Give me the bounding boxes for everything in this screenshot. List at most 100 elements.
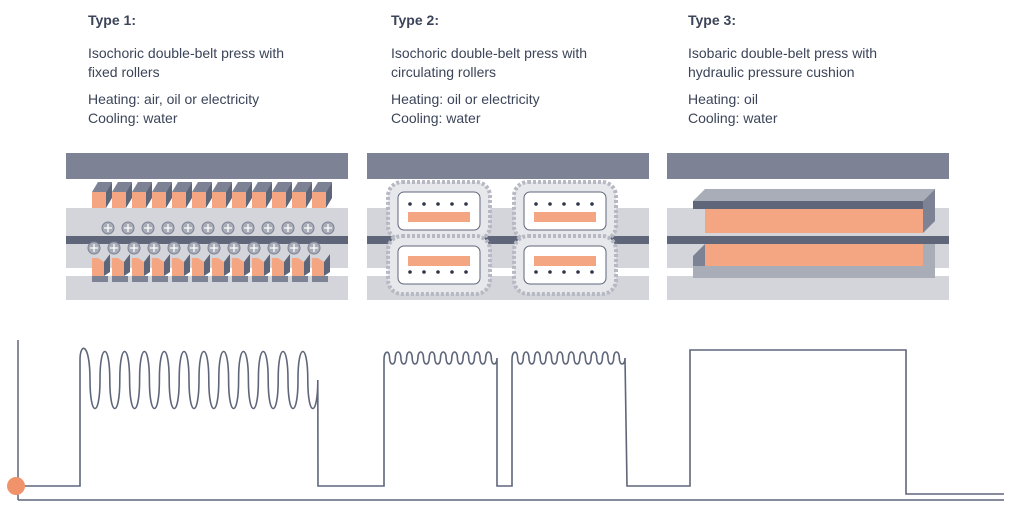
lower-heater-block: [192, 258, 204, 276]
type-1-description: Type 1: Isochoric double-belt press with…: [88, 10, 378, 128]
profile-start-marker: [7, 477, 25, 495]
upper-bar-top: [112, 182, 132, 192]
type-1-press-name-line-1: Isochoric double-belt press with: [88, 45, 285, 61]
lower-roller-cross: [90, 244, 98, 252]
upper-roller-cross: [184, 224, 192, 232]
lower-bar-base: [232, 276, 248, 282]
lower-heater-block: [252, 258, 264, 276]
lower-bar-side: [164, 254, 170, 276]
upper-bar-side: [226, 182, 232, 208]
lower-roller-cross: [170, 244, 178, 252]
type-3-press-name-line-1: Isobaric double-belt press with: [688, 45, 878, 61]
cooling-channel-dot: [436, 270, 440, 274]
upper-bar-side: [246, 182, 252, 208]
upper-roller-cross: [144, 224, 152, 232]
cooling-channel-dot: [450, 202, 454, 206]
type-2-upper-platen: [367, 153, 649, 179]
upper-heater-block: [132, 192, 146, 208]
type-3-description: Type 3: Isobaric double-belt press with …: [688, 10, 978, 128]
upper-bar-side: [206, 182, 212, 208]
type-1-belt-gap: [66, 236, 348, 244]
pressure-profile-graph: [7, 340, 1004, 501]
upper-roller-cross: [244, 224, 252, 232]
upper-bar-top: [232, 182, 252, 192]
lower-heater-block: [152, 258, 164, 276]
upper-bar-top: [92, 182, 112, 192]
upper-bar-top: [172, 182, 192, 192]
upper-bar-top: [192, 182, 212, 192]
upper-roller-cross: [304, 224, 312, 232]
upper-bar-top: [152, 182, 172, 192]
type-1-cooling: Cooling: water: [88, 110, 178, 126]
upper-bar-side: [166, 182, 172, 208]
upper-roller-cross: [284, 224, 292, 232]
upper-bar-top: [272, 182, 292, 192]
type-1-lower-heater-bars: [87, 241, 330, 282]
type-3-press-name: Isobaric double-belt press with hydrauli…: [688, 44, 978, 82]
lower-bar-side: [284, 254, 290, 276]
cooling-channel-dot: [534, 270, 538, 274]
roller-chain-inner: [523, 191, 607, 231]
heater-element: [408, 256, 470, 266]
upper-heater-block: [212, 192, 226, 208]
cooling-channel-dot: [590, 270, 594, 274]
lower-heater-block: [272, 258, 284, 276]
type-3-lower-heater-plate: [705, 244, 923, 266]
upper-heater-block: [292, 192, 306, 208]
lower-roller-cross: [150, 244, 158, 252]
upper-heater-block: [312, 192, 326, 208]
type-1-upper-platen: [66, 153, 348, 179]
cooling-channel-dot: [576, 270, 580, 274]
cooling-channel-dot: [576, 202, 580, 206]
upper-roller-cross: [124, 224, 132, 232]
type-2-press-name-line-2: circulating rollers: [391, 64, 497, 80]
lower-heater-block: [232, 258, 244, 276]
type-1-upper-heater-bars: [92, 182, 335, 235]
upper-bar-side: [146, 182, 152, 208]
cooling-channel-dot: [590, 202, 594, 206]
lower-roller-cross: [310, 244, 318, 252]
upper-bar-top: [292, 182, 312, 192]
cooling-channel-dot: [464, 270, 468, 274]
cooling-channel-dot: [408, 270, 412, 274]
type-3-upper-cushion-side: [923, 189, 935, 233]
cooling-channel-dot: [548, 270, 552, 274]
lower-heater-block: [212, 258, 224, 276]
type-1-press-name: Isochoric double-belt press with fixed r…: [88, 44, 378, 82]
lower-bar-base: [112, 276, 128, 282]
upper-roller-cross: [324, 224, 332, 232]
type-2-cooling: Cooling: water: [391, 110, 481, 126]
lower-bar-base: [152, 276, 168, 282]
upper-bar-top: [252, 182, 272, 192]
lower-bar-side: [184, 254, 190, 276]
lower-heater-block: [172, 258, 184, 276]
type-1-press-illustration: [66, 153, 348, 300]
lower-roller-cross: [110, 244, 118, 252]
lower-roller-cross: [130, 244, 138, 252]
type-3-upper-cushion-top: [693, 189, 935, 201]
type-2-description: Type 2: Isochoric double-belt press with…: [391, 10, 681, 128]
upper-heater-block: [232, 192, 246, 208]
cooling-channel-dot: [436, 202, 440, 206]
upper-heater-block: [112, 192, 126, 208]
cooling-channel-dot: [548, 202, 552, 206]
cooling-channel-dot: [450, 270, 454, 274]
lower-bar-side: [304, 254, 310, 276]
upper-heater-block: [152, 192, 166, 208]
upper-heater-block: [172, 192, 186, 208]
type-3-lower-cushion-frame: [693, 266, 935, 278]
lower-bar-base: [272, 276, 288, 282]
lower-heater-block: [312, 258, 324, 276]
lower-bar-base: [192, 276, 208, 282]
upper-bar-top: [132, 182, 152, 192]
upper-bar-top: [212, 182, 232, 192]
lower-roller-cross: [270, 244, 278, 252]
lower-bar-side: [204, 254, 210, 276]
lower-bar-base: [92, 276, 108, 282]
lower-roller-cross: [190, 244, 198, 252]
cooling-channel-dot: [534, 202, 538, 206]
lower-heater-block: [112, 258, 124, 276]
upper-heater-block: [252, 192, 266, 208]
cooling-channel-dot: [562, 202, 566, 206]
